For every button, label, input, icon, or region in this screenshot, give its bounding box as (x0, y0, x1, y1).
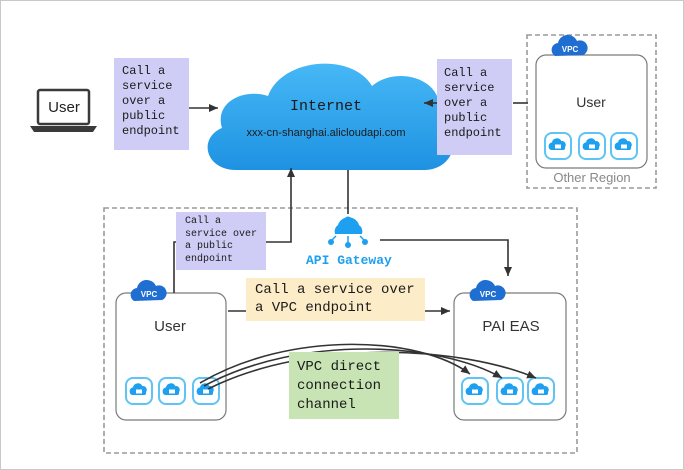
vpc-badge-icon (551, 34, 588, 56)
vpc-direct-channel (203, 348, 503, 387)
server-icon (544, 132, 572, 160)
external-user-label: User (48, 99, 80, 116)
server-icon (527, 377, 555, 405)
server-icon (496, 377, 524, 405)
vpc-badge-label: VPC (561, 45, 579, 54)
internet-title: Internet (289, 98, 362, 115)
other-region-user-label: User (576, 94, 606, 110)
vpc-badge-icon (469, 279, 506, 301)
note-public-endpoint-small: Call a service over a public endpoint (176, 212, 266, 270)
internet-domain: xxx-cn-shanghai.alicloudapi.com (246, 127, 406, 139)
server-icon (610, 132, 638, 160)
vpc-badge-label: VPC (140, 290, 158, 299)
note-vpc-endpoint: Call a service over a VPC endpoint (246, 278, 425, 321)
api-gateway-label: API Gateway (306, 253, 392, 268)
api-gateway-icon (328, 216, 368, 248)
vpc-direct-channel (199, 343, 471, 384)
vpc-badge-icon (130, 279, 167, 301)
server-icon (192, 377, 220, 405)
note-vpc-direct-channel: VPC direct connection channel (289, 352, 399, 419)
main-region-box (103, 207, 578, 454)
arrow-gateway-to-pai-eas (380, 239, 512, 276)
server-icon (461, 377, 489, 405)
other-region-label: Other Region (553, 170, 631, 185)
note-public-endpoint-right: Call a service over a public endpoint (437, 59, 512, 155)
server-icon (158, 377, 186, 405)
laptop-icon (30, 88, 97, 132)
pai-eas-label: PAI EAS (482, 318, 540, 335)
server-icon (578, 132, 606, 160)
vpc-badge-label: VPC (479, 290, 497, 299)
vpc-user-label: User (154, 318, 186, 335)
note-public-endpoint-left: Call a service over a public endpoint (114, 58, 189, 150)
server-icon (125, 377, 153, 405)
other-region-box (526, 34, 657, 189)
internet-cloud (207, 63, 455, 170)
